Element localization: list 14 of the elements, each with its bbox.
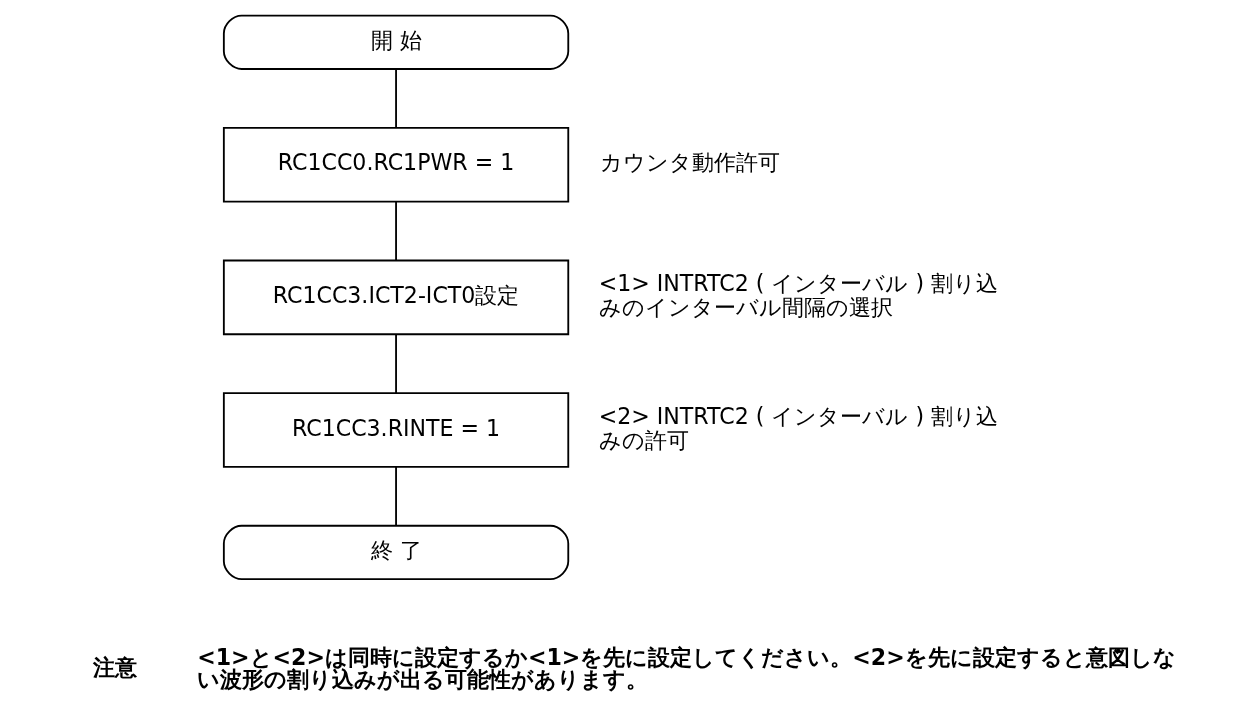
label: 注意 xyxy=(93,654,138,681)
label: <1>と<2>は同時に設定するか<1>を先に設定してください。<2>を先に設定すると意図しない波形の割り込みが出る可能性があります。 xyxy=(197,644,1176,693)
node-box: 開 始 xyxy=(222,14,570,70)
node-label: カウンタ動作許可 xyxy=(599,149,780,176)
node-label: <2> INTRTC2 ( インターバル ) 割り込みの許可 xyxy=(598,402,999,453)
connector xyxy=(395,68,397,129)
node-box: RC1CC3.RINTE = 1 xyxy=(222,392,570,468)
connector xyxy=(395,200,397,262)
connector xyxy=(395,465,397,527)
node-label: <1> INTRTC2 ( インターバル ) 割り込みのインターバル間隔の選択 xyxy=(598,270,999,321)
node-box: RC1CC0.RC1PWR = 1 xyxy=(222,127,570,203)
node-box: 終 了 xyxy=(222,524,570,581)
node-box: RC1CC3.ICT2-ICT0設定 xyxy=(222,259,570,336)
connector xyxy=(395,333,397,394)
